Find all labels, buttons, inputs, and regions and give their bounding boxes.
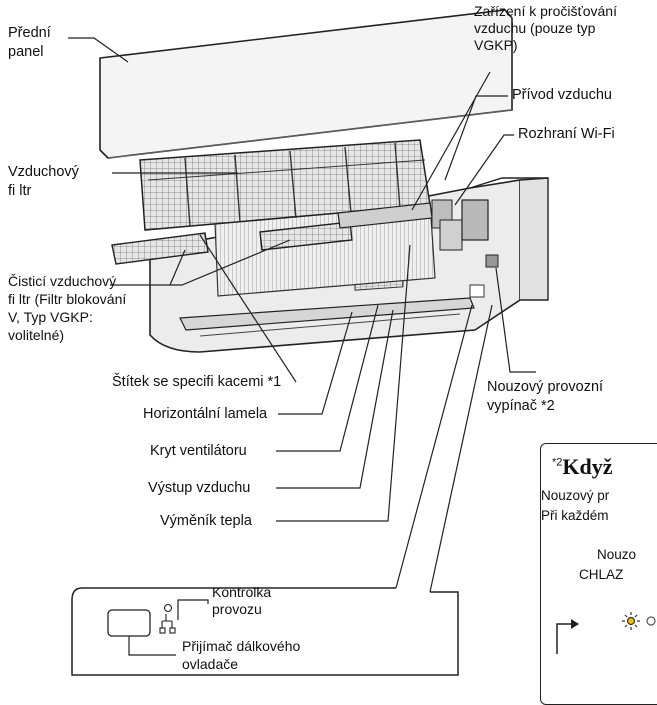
emergency-note-box: *2Když Nouzový pr Při každém Nouzo CHLAZ	[540, 443, 657, 705]
unit-illustration	[68, 9, 549, 676]
leader-lines	[68, 37, 536, 593]
label-air-inlet: Přívod vzduchu	[512, 87, 612, 103]
air-filter-shape	[139, 139, 431, 231]
note-line-4: CHLAZ	[579, 567, 624, 582]
lamp-off-icon	[646, 616, 656, 626]
right-components-shape	[337, 199, 499, 268]
sun-icon	[622, 612, 640, 630]
operation-lamp-icon	[159, 603, 176, 634]
label-wifi-interface: Rozhraní Wi-Fi	[518, 126, 615, 142]
label-emergency-switch: Nouzový provozní vypínač *2	[487, 379, 604, 414]
label-horizontal-louver: Horizontální lamela	[143, 406, 268, 422]
flow-arrow	[556, 623, 575, 654]
label-front-panel: Přední panel	[8, 25, 51, 60]
label-heat-exchanger: Výměník tepla	[160, 513, 252, 529]
label-cleaning-filter: Čisticí vzduchový fi ltr (Filtr blokován…	[8, 273, 127, 343]
note-flow-diagram	[556, 612, 656, 654]
inset-box	[71, 587, 459, 676]
label-air-purifier: Zařízení k pročišťování vzduchu (pouze t…	[474, 3, 617, 53]
front-panel-shape	[99, 9, 513, 159]
note-line-3: Nouzo	[597, 547, 637, 562]
note-line-2: Při každém	[541, 508, 609, 523]
label-air-filter: Vzduchový fi ltr	[8, 164, 79, 199]
note-title: *2Když	[552, 454, 613, 479]
note-line-1: Nouzový pr	[541, 488, 610, 503]
label-spec-plate: Štítek se specifi kacemi *1	[112, 374, 282, 390]
label-remote-receiver: Přijímač dálkového ovladače	[182, 638, 301, 672]
label-fan-guard: Kryt ventilátoru	[150, 443, 247, 459]
label-operation-lamp: Kontrolka provozu	[212, 584, 272, 617]
label-air-outlet: Výstup vzduchu	[148, 480, 251, 496]
